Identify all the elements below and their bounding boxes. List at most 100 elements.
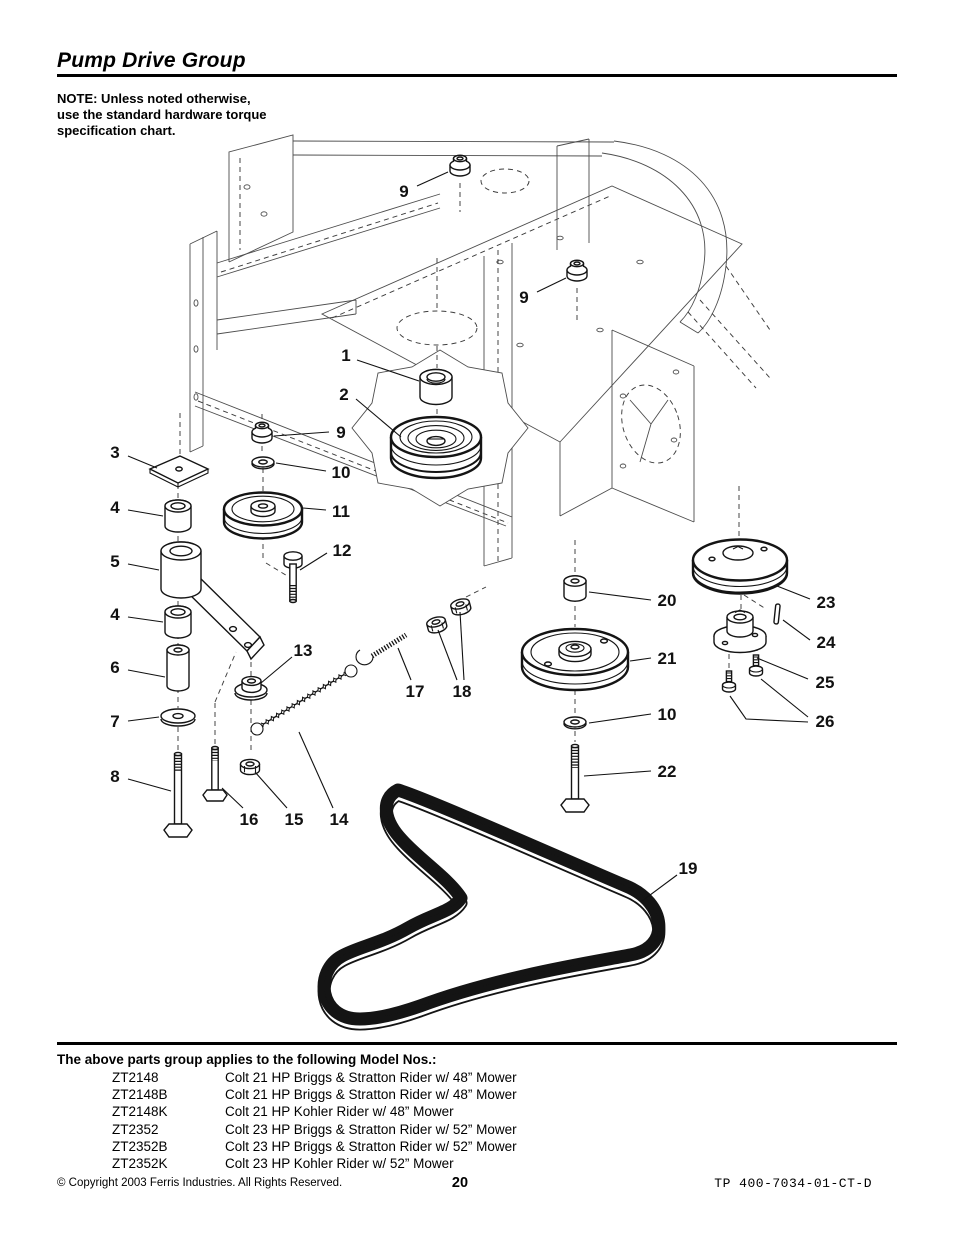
part-25-hub: [713, 609, 767, 654]
model-number: ZT2148: [112, 1070, 159, 1085]
callout-leader: [298, 731, 334, 809]
callout-number-2: 2: [339, 385, 348, 404]
callout-number-4: 4: [110, 498, 120, 517]
part-24-key: [773, 603, 781, 625]
part-1-bushing: [419, 368, 453, 406]
callout-leader: [275, 462, 327, 472]
part-18-nut-b: [448, 596, 473, 618]
part-13-flange-nut: [234, 675, 268, 701]
callout-leader: [588, 713, 652, 724]
model-row: ZT2352 Colt 23 HP Briggs & Stratton Rider…: [112, 1121, 517, 1138]
callout-number-25: 25: [816, 673, 835, 692]
callout-number-10: 10: [658, 705, 677, 724]
callout-leader: [127, 455, 158, 469]
model-number: ZT2148K: [112, 1104, 168, 1120]
callout-leader: [260, 656, 293, 684]
callout-number-18: 18: [453, 682, 472, 701]
callout-leader: [437, 629, 458, 681]
part-26-screw-b: [748, 654, 764, 677]
callout-number-13: 13: [294, 641, 313, 660]
callout-leader: [127, 716, 160, 722]
part-18-nut-a: [424, 614, 449, 636]
model-number: ZT2352K: [112, 1156, 168, 1172]
title-rule: [57, 74, 897, 77]
callout-number-5: 5: [110, 552, 119, 571]
callout-leader: [756, 657, 809, 680]
callout-number-7: 7: [110, 712, 119, 731]
part-3-plate: [148, 455, 210, 488]
callout-leader: [355, 398, 402, 438]
callout-leader: [641, 874, 678, 902]
part-8-bolt-long: [163, 751, 193, 838]
chassis-frame: [189, 134, 771, 567]
callout-leader: [299, 552, 328, 571]
callout-leader: [273, 431, 330, 437]
callout-leader: [127, 669, 166, 678]
callout-number-9: 9: [399, 182, 408, 201]
callout-number-9: 9: [519, 288, 528, 307]
callout-leader: [221, 787, 244, 809]
callout-leader: [583, 770, 652, 777]
model-description: Colt 21 HP Kohler Rider w/ 48” Mower: [225, 1104, 454, 1120]
assembly-centerlines: [177, 183, 767, 754]
model-description: Colt 23 HP Briggs & Stratton Rider w/ 52…: [225, 1121, 517, 1137]
note-line: NOTE: Unless noted otherwise,: [57, 91, 251, 106]
part-17-eyebolt-hook: [355, 632, 408, 666]
part-22-bolt: [560, 743, 590, 813]
part-11-flat-idler: [222, 491, 304, 540]
callout-leader: [459, 611, 465, 681]
callout-leader: [588, 591, 652, 601]
part-19-drive-belt: [317, 783, 666, 1031]
part-4-spacer-upper: [164, 499, 192, 533]
callout-leader: [397, 647, 412, 681]
callout-number-19: 19: [679, 859, 698, 878]
callout-leader: [302, 507, 327, 511]
callout-leader: [782, 619, 811, 641]
callout-leader: [127, 563, 160, 571]
locknut-9a: [449, 154, 471, 177]
callout-leader: [760, 678, 809, 718]
model-description: Colt 21 HP Briggs & Stratton Rider w/ 48…: [225, 1070, 517, 1085]
part-7-washer: [160, 708, 196, 727]
callout-leader: [776, 585, 811, 600]
model-description: Colt 23 HP Briggs & Stratton Rider w/ 52…: [225, 1138, 517, 1154]
callout-number-4: 4: [110, 605, 120, 624]
callout-number-1: 1: [341, 346, 350, 365]
part-10-washer-right: [563, 716, 587, 730]
callout-number-8: 8: [110, 767, 119, 786]
callout-leader: [536, 277, 567, 293]
part-21-flat-idler-large: [520, 627, 630, 692]
part-6-spacer-tube: [166, 644, 190, 692]
part-16-bolt: [202, 745, 228, 802]
part-12-bolt: [283, 551, 303, 604]
locknut-9c: [251, 421, 273, 444]
callout-number-9: 9: [336, 423, 345, 442]
crankshaft-bore: [396, 310, 478, 346]
part-20-spacer: [563, 575, 587, 602]
callout-number-24: 24: [817, 633, 836, 652]
callout-number-10: 10: [332, 463, 351, 482]
callout-number-14: 14: [330, 810, 349, 829]
model-description: Colt 21 HP Briggs & Stratton Rider w/ 48…: [225, 1087, 517, 1103]
callout-number-16: 16: [240, 810, 259, 829]
model-row: ZT2352B Colt 23 HP Briggs & Stratton Ride…: [112, 1138, 517, 1155]
callout-number-23: 23: [817, 593, 836, 612]
callout-number-11: 11: [332, 502, 350, 521]
footer-copyright: © Copyright 2003 Ferris Industries. All …: [57, 1177, 343, 1189]
note-line: specification chart.: [57, 123, 176, 138]
callout-number-12: 12: [333, 541, 352, 560]
callout-leader: [356, 359, 420, 382]
note-line: use the standard hardware torque: [57, 107, 267, 122]
model-number: ZT2352: [112, 1121, 159, 1137]
part-10-washer-left: [251, 456, 275, 470]
torque-note: NOTE: Unless noted otherwise, use the st…: [57, 91, 267, 139]
callout-number-17: 17: [406, 682, 425, 701]
model-number: ZT2352B: [112, 1138, 168, 1154]
callout-leader: [127, 616, 164, 623]
part-26-screw-a: [721, 670, 737, 693]
